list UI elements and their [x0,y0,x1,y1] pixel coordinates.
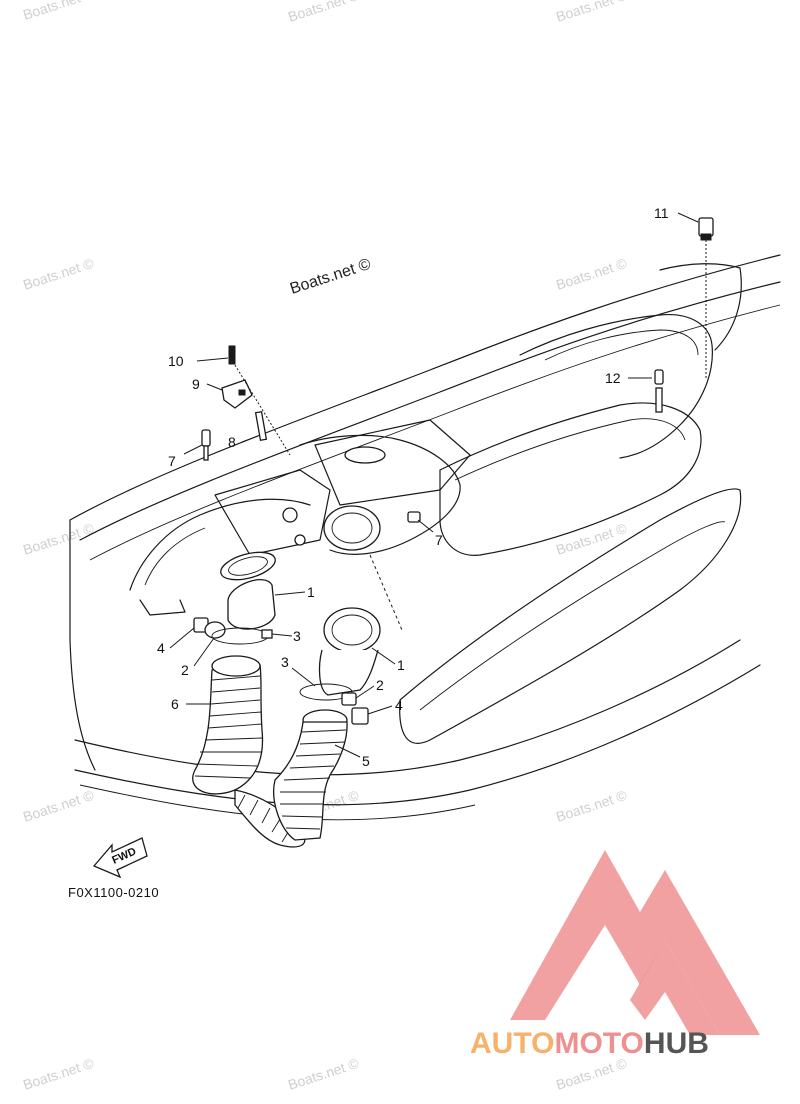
part-10-fitting [228,345,236,365]
callout-label: 3 [281,654,289,670]
callout-label: 1 [307,584,315,600]
callout-label: 4 [395,697,403,713]
watermark: Boats.net © [21,787,96,825]
logo-text-moto: MOTO [554,1027,643,1060]
callout-label: 7 [435,532,443,548]
hull-outline [69,254,781,821]
parts-layer [192,217,714,848]
callout-label: 11 [654,205,669,221]
part-7-clip-right [407,511,421,523]
callout-label: 5 [362,753,370,769]
watermark: Boats.net © [21,0,96,23]
callout-label: 10 [168,353,184,369]
callout-label: 3 [293,628,301,644]
callout-label: 12 [605,370,621,386]
callout-label: 8 [228,434,236,450]
watermark: Boats.net © [21,520,96,558]
leader-lines [169,212,699,758]
part-3-band-right [299,683,353,701]
callout-label: 1 [397,657,405,673]
part-12-clip [654,369,664,413]
center-watermark: Boats.net © [288,256,373,298]
part-7-clip-left [201,429,211,461]
callout-label: 2 [376,677,384,693]
figure-code: F0X1100-0210 [68,885,159,900]
part-2-clamp-left [204,621,226,639]
watermark: Boats.net © [286,0,361,25]
part-1-duct-left [220,551,276,630]
watermark: Boats.net © [21,255,96,293]
callout-labels: 1 1 2 2 3 3 4 4 5 6 7 7 8 9 10 11 12 [157,205,669,769]
automotohub-logo: AUTOMOTOHUB [470,850,760,1060]
watermark: Boats.net © [554,0,629,25]
fwd-arrow-icon: FWD [92,837,148,879]
part-2-clamp-right [341,692,357,706]
part-11-sensor [698,217,714,380]
logo-text: AUTOMOTOHUB [470,1027,709,1060]
part-5-hose [273,709,348,841]
watermark: Boats.net © [554,1055,629,1093]
watermark: Boats.net © [554,787,629,825]
watermark: Boats.net © [21,1055,96,1093]
watermark-layer: Boats.net © Boats.net © Boats.net © Boat… [21,0,629,1093]
callout-label: 4 [157,640,165,656]
part-1-duct-right [318,607,381,696]
logo-mark-icon [510,850,760,1035]
watermark: Boats.net © [554,255,629,293]
part-4-bracket-right [351,707,369,725]
logo-text-auto: AUTO [470,1027,554,1060]
watermark: Boats.net © [286,1055,361,1093]
callout-label: 7 [168,453,176,469]
part-8-pipe [254,410,268,442]
callout-label: 9 [192,376,200,392]
logo-text-hub: HUB [644,1027,709,1060]
callout-label: 6 [171,696,179,712]
callout-label: 2 [181,662,189,678]
part-9-valve [221,379,253,409]
